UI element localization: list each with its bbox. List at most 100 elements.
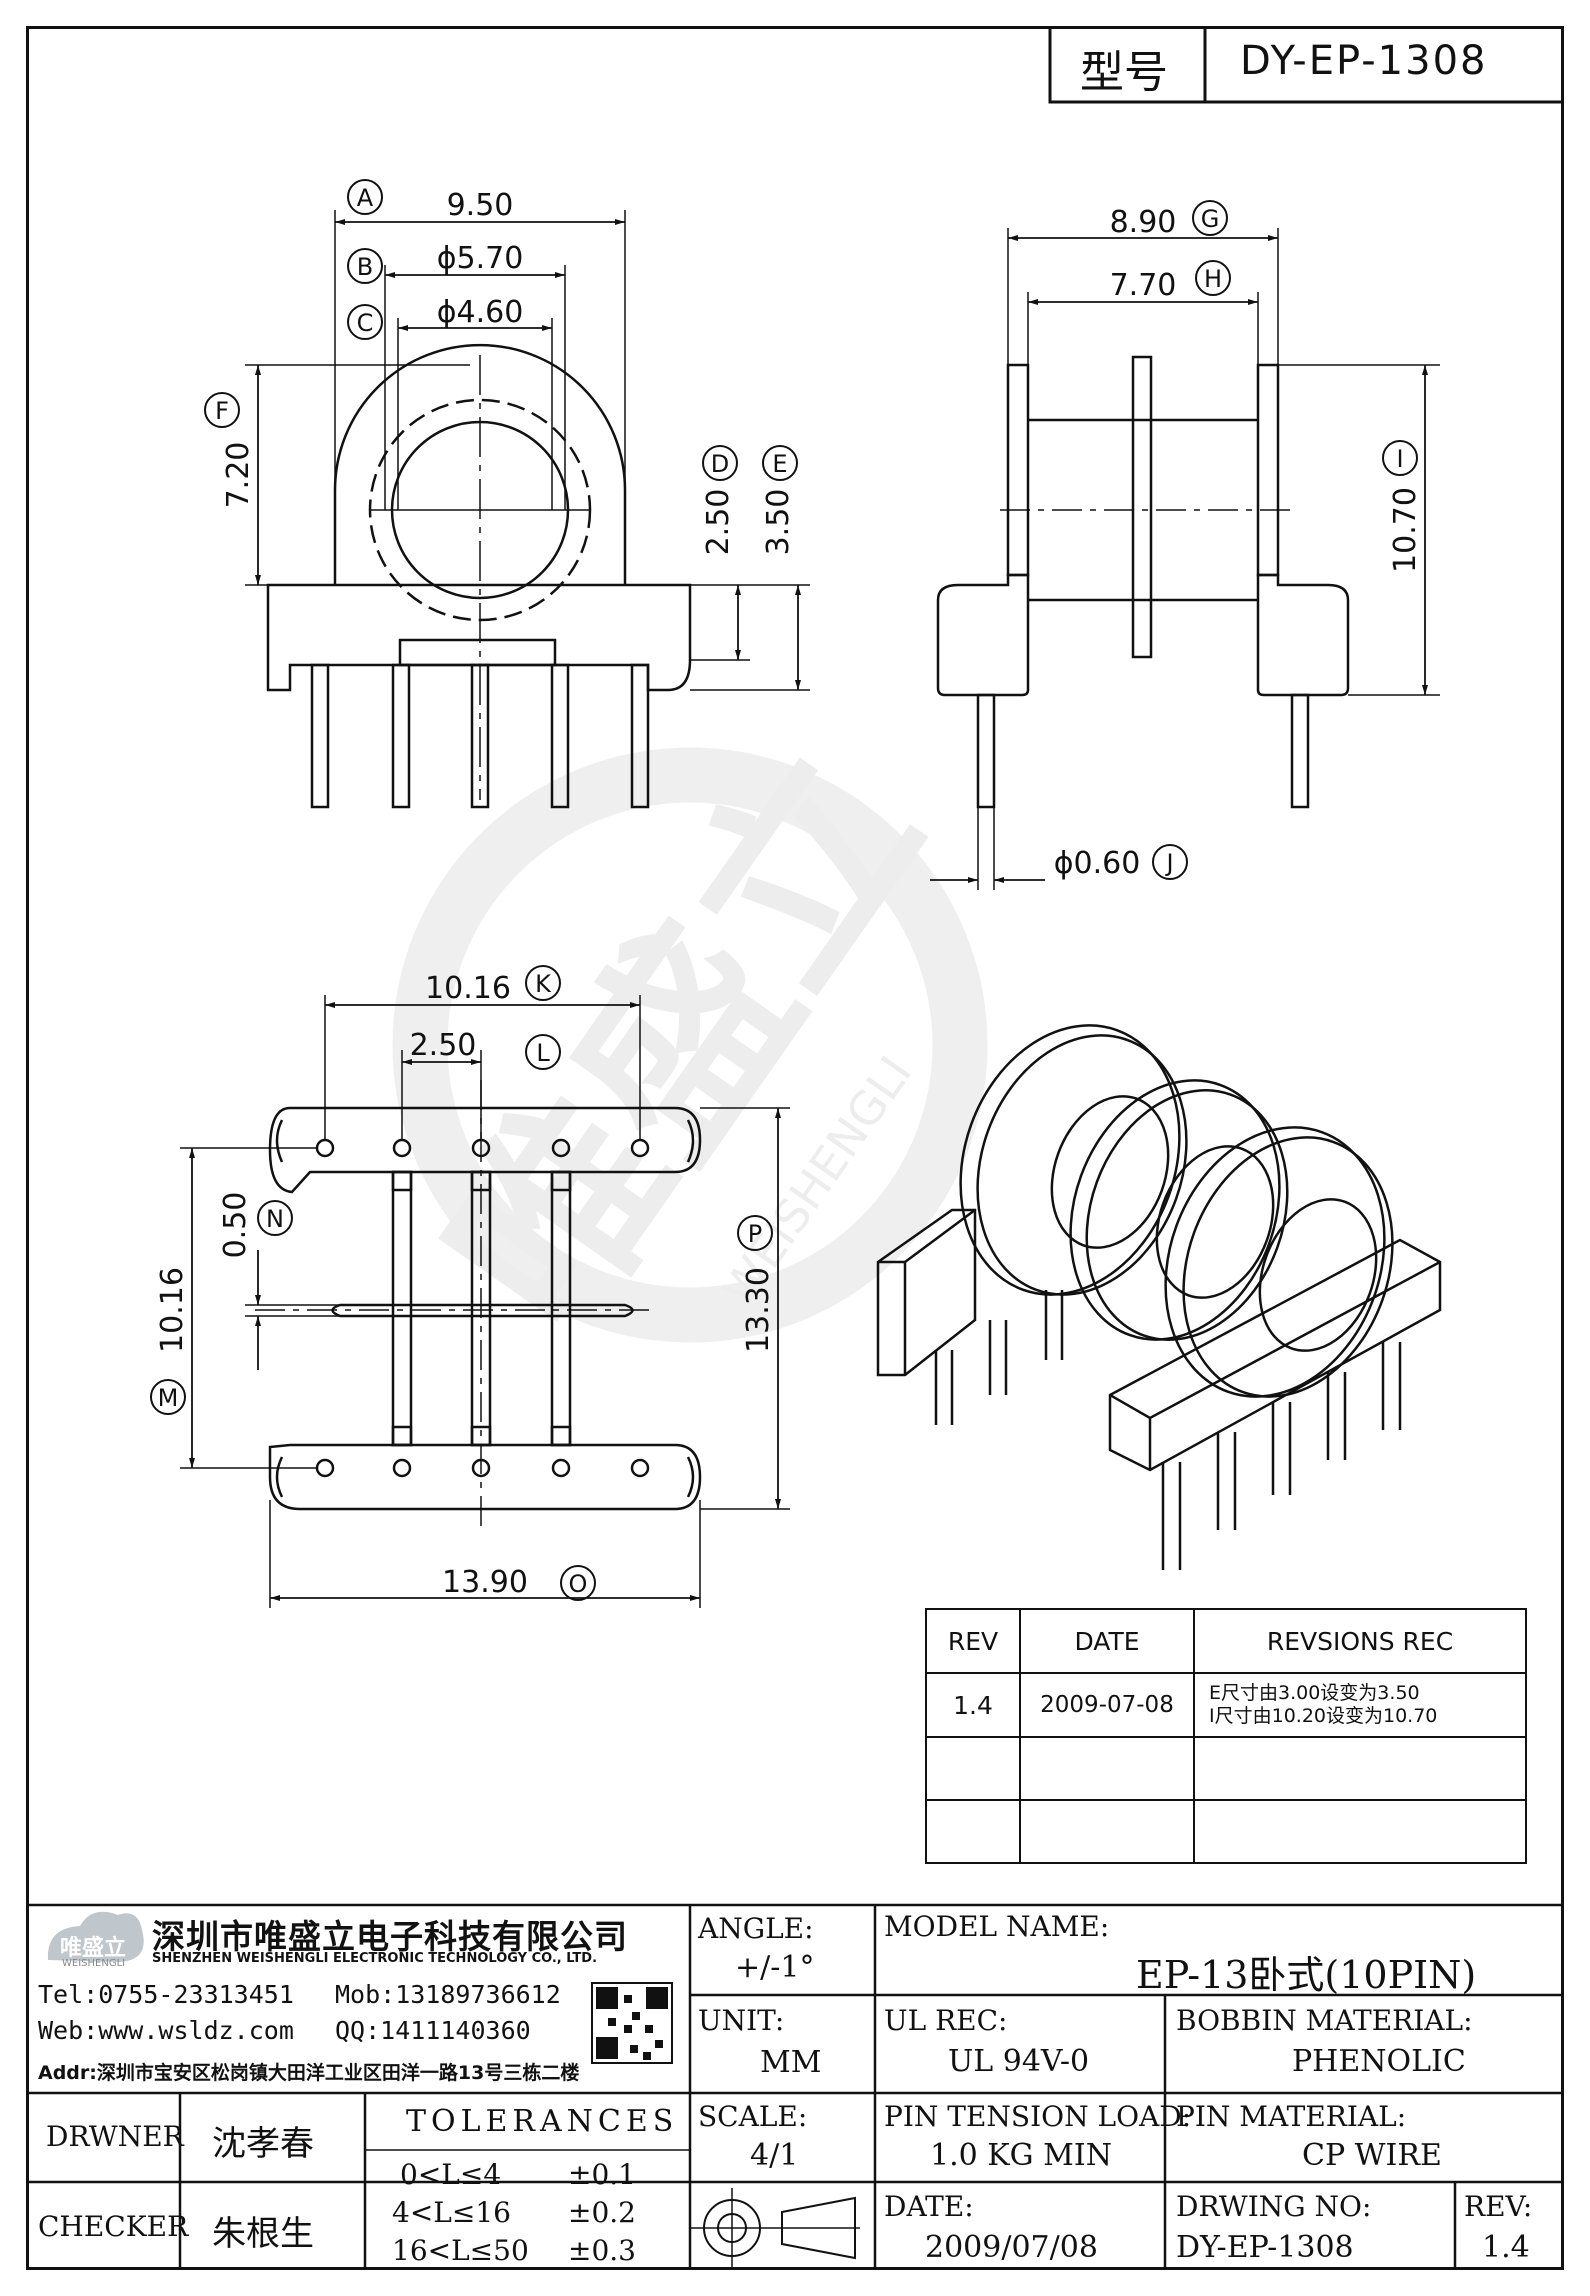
callout-n-letter: N [266, 1205, 284, 1233]
callout-j-letter: J [1164, 849, 1173, 877]
dim-m-value: 10.16 [155, 1267, 190, 1353]
tolerance-range: 16<L≤50 [392, 2234, 529, 2267]
dim-i-value: 10.70 [1388, 487, 1423, 573]
rev-label: REV: [1464, 2190, 1533, 2223]
rev-value: 1.4 [1482, 2230, 1530, 2265]
rev-number: 1.4 [925, 1672, 1021, 1738]
revision-row: 1.4 2009-07-08 E尺寸由3.00设变为3.50 I尺寸由10.20… [925, 1672, 1527, 1738]
callout-j: J [1152, 844, 1188, 880]
company-tel: Tel:0755-23313451 [38, 1980, 294, 2009]
scale-label: SCALE: [698, 2100, 808, 2133]
drawing-no-label: DRWING NO: [1176, 2190, 1372, 2223]
revision-row [925, 1736, 1527, 1801]
callout-c: C [347, 304, 383, 340]
ul-rec-value: UL 94V-0 [948, 2044, 1090, 2079]
callout-h: H [1195, 260, 1231, 296]
dim-a-value: 9.50 [447, 188, 514, 223]
callout-c-letter: C [357, 309, 374, 337]
rev-date [1019, 1736, 1195, 1801]
callout-i-letter: I [1396, 445, 1403, 473]
bobbin-material-value: PHENOLIC [1292, 2044, 1466, 2079]
dim-n-value: 0.50 [218, 1192, 253, 1259]
callout-m-letter: M [158, 1384, 179, 1412]
tolerance-value: ±0.1 [568, 2158, 636, 2191]
dim-k-value: 10.16 [425, 971, 511, 1006]
callouts: A B C F D E G H I J K L N M P O [150, 179, 1418, 1601]
company-logo-text: 唯盛立 [60, 1936, 127, 1961]
company-logo-sub: WEISHENGLI [62, 1958, 126, 1969]
bobbin-material-label: BOBBIN MATERIAL: [1176, 2004, 1473, 2037]
front-view-pins [310, 663, 650, 809]
checker-name: 朱根生 [212, 2214, 314, 2254]
callout-o-letter: O [569, 1570, 588, 1598]
callout-f: F [204, 392, 240, 428]
dim-o-value: 13.90 [442, 1565, 528, 1600]
title-block-grid [26, 1903, 1564, 2270]
callout-g: G [1192, 200, 1228, 236]
company-address: Addr:深圳市宝安区松岗镇大田洋工业区田洋一路13号三栋二楼 [38, 2062, 580, 2084]
callout-p: P [737, 1215, 773, 1251]
rev-number [925, 1736, 1021, 1801]
callout-l: L [525, 1034, 561, 1070]
dim-b-value: ϕ5.70 [437, 241, 524, 276]
callout-m: M [150, 1379, 186, 1415]
callout-e: E [762, 445, 798, 481]
qr-code [591, 1982, 673, 2064]
callout-k: K [525, 965, 561, 1001]
projection-symbol [690, 2188, 860, 2268]
side-view [930, 228, 1440, 890]
dim-h-value: 7.70 [1110, 268, 1177, 303]
drawing-frame [26, 26, 1564, 2270]
drawer-label: DRWNER [46, 2120, 184, 2153]
callout-e-letter: E [772, 450, 787, 478]
pin-tension-label: PIN TENSION LOAD: [884, 2100, 1192, 2133]
dim-d-value: 2.50 [701, 489, 736, 556]
rev-number [925, 1799, 1021, 1864]
callout-i: I [1382, 440, 1418, 476]
callout-b: B [347, 248, 383, 284]
checker-label: CHECKER [38, 2210, 189, 2243]
dim-j-value: ϕ0.60 [1054, 846, 1141, 881]
unit-value: MM [760, 2045, 822, 2080]
callout-a-letter: A [357, 184, 374, 212]
company-logo [47, 1911, 144, 1962]
callout-d-letter: D [711, 450, 729, 478]
rev-record-line-2: I尺寸由10.20设变为10.70 [1209, 1705, 1438, 1727]
rev-header-date: DATE [1019, 1608, 1195, 1674]
callout-a: A [347, 179, 383, 215]
unit-label: UNIT: [698, 2004, 785, 2037]
tolerance-range: 0<L≤4 [400, 2158, 502, 2191]
rev-date [1019, 1799, 1195, 1864]
drawer-name: 沈孝春 [212, 2124, 314, 2164]
callout-p-letter: P [748, 1220, 762, 1248]
bottom-view [180, 995, 790, 1608]
dim-l-value: 2.50 [410, 1028, 477, 1063]
callout-f-letter: F [215, 397, 229, 425]
company-name-cn: 深圳市唯盛立电子科技有限公司 [152, 1917, 628, 1956]
revision-row [925, 1799, 1527, 1864]
tolerance-value: ±0.3 [568, 2234, 636, 2267]
rev-record-line-1: E尺寸由3.00设变为3.50 [1209, 1682, 1420, 1704]
callout-l-letter: L [536, 1039, 550, 1067]
company-mob: Mob:13189736612 [335, 1980, 561, 2009]
callout-g-letter: G [1201, 205, 1220, 233]
rev-record [1193, 1799, 1527, 1864]
pin-material-label: PIN MATERIAL: [1176, 2100, 1407, 2133]
isometric-view [876, 1024, 1442, 1570]
dim-g-value: 8.90 [1110, 205, 1177, 240]
revision-table: REV DATE REVSIONS REC 1.4 2009-07-08 E尺寸… [925, 1608, 1527, 1864]
ul-rec-label: UL REC: [884, 2004, 1008, 2037]
rev-header-rec: REVSIONS REC [1193, 1608, 1527, 1674]
watermark: 唯盛立 WEISHENGLI [392, 712, 988, 1369]
callout-o: O [560, 1565, 596, 1601]
rev-header-rev: REV [925, 1608, 1021, 1674]
tolerances-title: TOLERANCES [406, 2104, 679, 2139]
front-view [245, 210, 810, 809]
angle-value: +/-1° [735, 1950, 815, 1985]
callout-n: N [257, 1200, 293, 1236]
rev-date: 2009-07-08 [1019, 1672, 1195, 1738]
company-web: Web:www.wsldz.com [38, 2016, 294, 2045]
dim-e-value: 3.50 [761, 489, 796, 556]
drawing-no-value: DY-EP-1308 [1176, 2230, 1354, 2265]
